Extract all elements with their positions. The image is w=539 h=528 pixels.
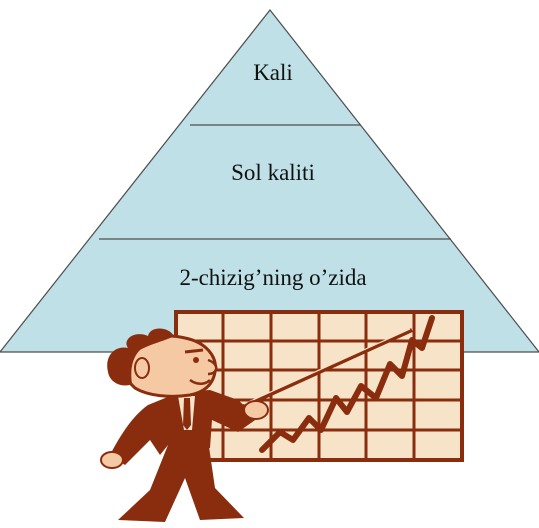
tier-label-top: Kali [253, 60, 293, 85]
presenter-brow [184, 348, 204, 354]
chart-board [174, 310, 464, 462]
pyramid: Kali Sol kaliti 2-chizig’ning o’zida [0, 9, 539, 353]
presenter-hair [107, 328, 174, 386]
presenter-tie [183, 398, 191, 430]
presenter-nose [207, 358, 218, 376]
presenter-legs [118, 440, 244, 522]
presenter-left-hand [100, 451, 124, 469]
presenter-mouth [189, 378, 211, 385]
pointer-stick-highlight [243, 328, 411, 405]
presenter-right-hand [243, 400, 269, 420]
pointer-stick [239, 328, 413, 410]
tier-label-middle: Sol kaliti [231, 160, 315, 185]
presenter-eye [193, 357, 199, 363]
presenter-figure [100, 328, 269, 522]
presenter-ear [134, 357, 150, 379]
rising-trend-line [259, 315, 435, 453]
tier-label-bottom: 2-chizig’ning o’zida [179, 265, 366, 290]
